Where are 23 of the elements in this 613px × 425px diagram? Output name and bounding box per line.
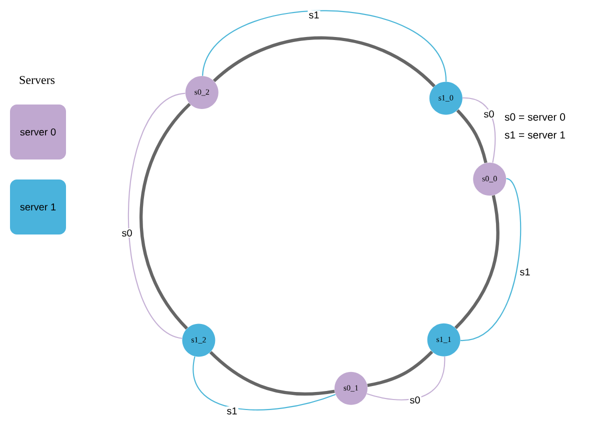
ring-arc (456, 109, 488, 164)
server-node: s1_0 (429, 82, 462, 115)
note-text: s1 = server 1 (504, 131, 565, 139)
legend-title: Servers (20, 76, 55, 84)
connector-curve (128, 92, 186, 339)
connector-curve (462, 97, 496, 163)
ring-arc (454, 195, 500, 330)
connector-curve (202, 10, 447, 82)
server-node: s0_0 (473, 162, 506, 196)
connector-curve (366, 356, 446, 400)
ring-arc (212, 36, 436, 88)
server-node: s1_1 (427, 323, 460, 356)
connector-curve (460, 178, 521, 342)
edge-label: s1 (518, 268, 532, 276)
ring-arc (367, 350, 434, 388)
server-node: s0_1 (334, 372, 368, 405)
note-text: s0 = server 0 (504, 113, 566, 121)
connector-curve (192, 356, 336, 410)
ring-arc (140, 102, 191, 330)
edge-label: s1 (308, 10, 320, 20)
server-node: s0_2 (185, 76, 218, 109)
ring-arc (209, 350, 335, 396)
server-node: s1_2 (182, 324, 216, 357)
